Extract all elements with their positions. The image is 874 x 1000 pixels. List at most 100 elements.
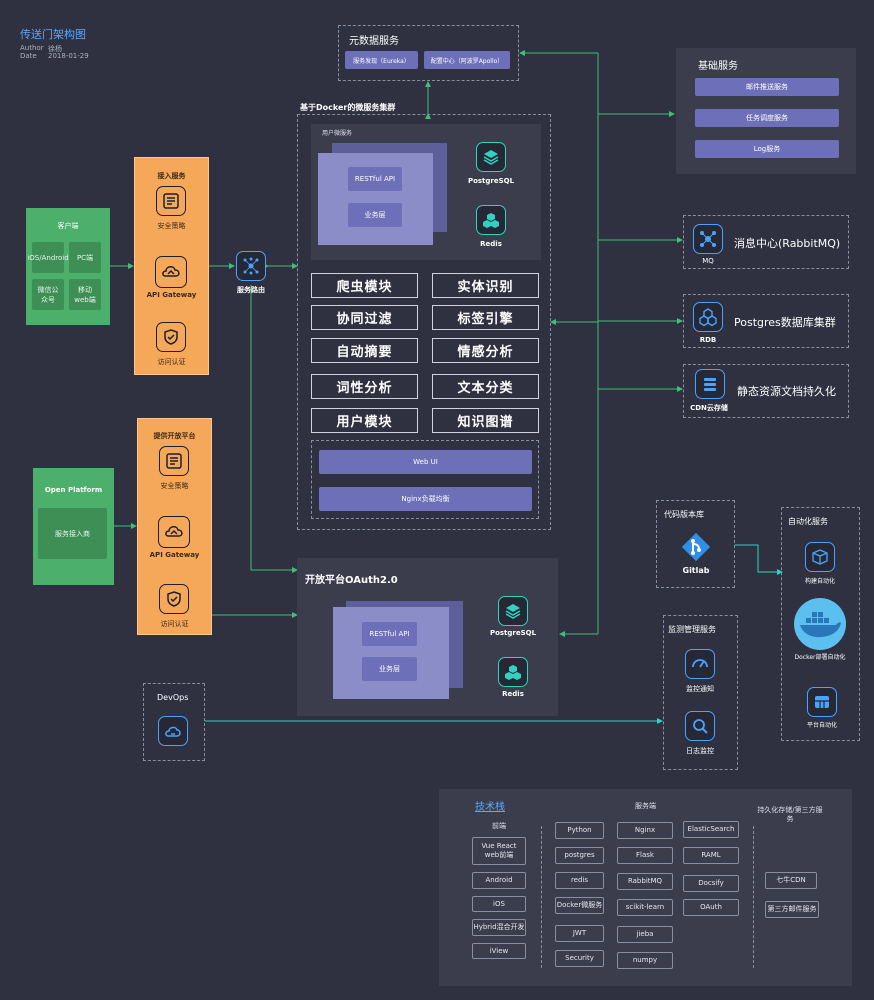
oauth-business-layer[interactable]: 业务层 xyxy=(362,657,417,681)
web-ui-bar[interactable]: Web UI xyxy=(319,450,532,474)
client-pc[interactable]: PC端 xyxy=(69,242,101,273)
user-restful-api[interactable]: RESTful API xyxy=(348,167,402,191)
module-auto-summary[interactable]: 自动摘要 xyxy=(311,338,418,363)
automation-title: 自动化服务 xyxy=(788,517,828,526)
tech-iview: iView xyxy=(472,943,526,959)
module-user[interactable]: 用户模块 xyxy=(311,408,418,433)
tech-qiniu-cdn: 七牛CDN xyxy=(765,872,817,889)
postgres-label: PostgreSQL xyxy=(467,177,515,185)
open-gateway-label: API Gateway xyxy=(149,551,200,559)
devops-cloud-icon[interactable] xyxy=(158,716,188,746)
service-router-icon[interactable] xyxy=(236,251,266,281)
tech-postgres: postgres xyxy=(555,847,604,864)
module-tag-engine[interactable]: 标签引擎 xyxy=(432,305,539,330)
open-gateway-icon[interactable] xyxy=(158,516,190,548)
client-mobile-web[interactable]: 移动web端 xyxy=(69,279,101,310)
tech-docsify: Docsify xyxy=(683,875,739,892)
tech-scikit-learn: scikit-learn xyxy=(617,899,673,916)
open-auth-icon[interactable] xyxy=(159,584,189,614)
user-business-layer[interactable]: 业务层 xyxy=(348,203,402,227)
cdn-storage-icon xyxy=(695,369,725,399)
module-collab-filter[interactable]: 协同过滤 xyxy=(311,305,418,330)
gitlab-label: Gitlab xyxy=(682,566,710,575)
access-service-title: 接入服务 xyxy=(157,172,186,180)
author-value: 徐杨 xyxy=(48,45,62,53)
oauth-postgres-label: PostgreSQL xyxy=(489,629,537,637)
module-knowledge-graph[interactable]: 知识图谱 xyxy=(432,408,539,433)
tech-elasticsearch: ElasticSearch xyxy=(683,821,739,838)
tech-numpy: numpy xyxy=(617,952,673,969)
log-service-button[interactable]: Log服务 xyxy=(695,140,839,158)
task-schedule-button[interactable]: 任务调度服务 xyxy=(695,109,839,127)
tech-raml: RAML xyxy=(683,847,739,864)
client-ios-android[interactable]: iOS/Android xyxy=(27,242,69,273)
tech-rabbitmq: RabbitMQ xyxy=(617,873,673,890)
metadata-service-title: 元数据服务 xyxy=(349,36,399,47)
open-auth-label: 访问认证 xyxy=(160,620,189,628)
frontend-title: 前端 xyxy=(492,822,506,830)
cluster-title: 基于Docker的微服务集群 xyxy=(300,103,396,112)
build-automation-label: 构建自动化 xyxy=(804,578,835,585)
oauth-restful-api[interactable]: RESTful API xyxy=(362,622,417,646)
mq-title: 消息中心(RabbitMQ) xyxy=(734,237,841,250)
tech-vue-react: Vue React web前端 xyxy=(472,837,526,865)
oauth-postgres-icon xyxy=(498,596,528,626)
code-repo-title: 代码版本库 xyxy=(664,510,704,519)
docker-deploy-label: Docker部署自动化 xyxy=(794,654,846,661)
module-crawler[interactable]: 爬虫模块 xyxy=(311,273,418,298)
oauth-redis-icon xyxy=(498,657,528,687)
open-platform-title: Open Platform xyxy=(44,486,103,494)
module-pos-analysis[interactable]: 词性分析 xyxy=(311,374,418,399)
tech-oauth: OAuth xyxy=(683,899,739,916)
tech-stack-panel xyxy=(439,789,852,986)
build-automation-icon[interactable] xyxy=(805,542,835,572)
module-sentiment[interactable]: 情感分析 xyxy=(432,338,539,363)
log-monitor-label: 日志监控 xyxy=(686,747,714,755)
client-title: 客户端 xyxy=(57,222,79,230)
service-provider[interactable]: 服务接入商 xyxy=(38,508,107,559)
api-gateway-icon[interactable] xyxy=(155,256,187,288)
base-services-title: 基础服务 xyxy=(698,61,738,72)
apollo-button[interactable]: 配置中心（阿波罗Apollo） xyxy=(424,51,510,69)
tech-stack-title: 技术栈 xyxy=(475,802,505,813)
tech-third-mail: 第三方邮件服务 xyxy=(765,901,819,918)
access-auth-icon[interactable] xyxy=(156,322,186,352)
cdn-title: 静态资源文档持久化 xyxy=(737,385,836,398)
monitor-notify-icon[interactable] xyxy=(685,649,715,679)
cdn-box xyxy=(683,364,849,418)
oauth-redis-label: Redis xyxy=(502,690,524,698)
module-text-classify[interactable]: 文本分类 xyxy=(432,374,539,399)
docker-cluster-box xyxy=(297,114,551,530)
platform-automation-icon[interactable] xyxy=(807,687,837,717)
metadata-service-box xyxy=(338,25,519,81)
redis-icon xyxy=(476,205,506,235)
tech-flask: Flask xyxy=(617,847,673,864)
devops-title: DevOps xyxy=(157,693,189,702)
cdn-icon-label: CDN云存储 xyxy=(690,404,728,412)
mq-box xyxy=(683,215,849,269)
monitoring-title: 监测管理服务 xyxy=(668,625,716,634)
module-entity-recognition[interactable]: 实体识别 xyxy=(432,273,539,298)
monitoring-box xyxy=(663,615,738,770)
mq-icon xyxy=(693,224,723,254)
eureka-button[interactable]: 服务发现（Eureka） xyxy=(345,51,418,69)
tech-redis: redis xyxy=(555,872,604,889)
tech-jieba: jieba xyxy=(617,926,673,943)
api-gateway-label: API Gateway xyxy=(146,291,197,299)
mail-push-button[interactable]: 邮件推送服务 xyxy=(695,78,839,96)
log-monitor-icon[interactable] xyxy=(685,711,715,741)
security-policy-label: 安全策略 xyxy=(157,222,186,230)
third-title: 持久化存储/第三方服务 xyxy=(757,806,823,823)
nginx-bar[interactable]: Nginx负载均衡 xyxy=(319,487,532,511)
open-security-icon[interactable] xyxy=(159,446,189,476)
rdb-box xyxy=(683,294,849,348)
tech-android: Android xyxy=(472,872,526,889)
frontend-layer-box xyxy=(311,440,539,519)
rdb-icon-label: RDB xyxy=(699,336,717,344)
divider-1 xyxy=(541,826,542,968)
docker-deploy-icon[interactable] xyxy=(794,598,846,650)
gitlab-icon[interactable] xyxy=(680,531,712,563)
tech-security: Security xyxy=(555,950,604,967)
client-wechat[interactable]: 微信公众号 xyxy=(32,279,64,310)
security-policy-icon[interactable] xyxy=(156,186,186,216)
